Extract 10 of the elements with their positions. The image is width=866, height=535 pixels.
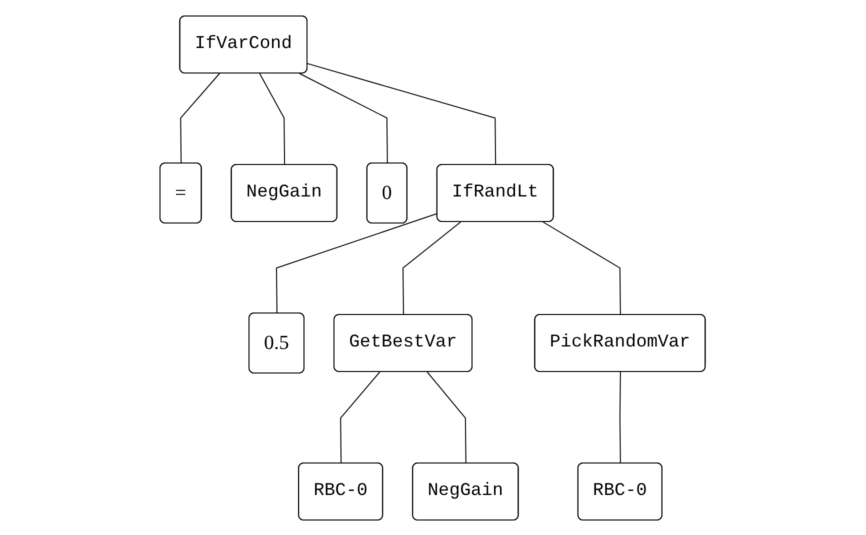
connector <box>542 221 622 315</box>
connector <box>299 72 388 164</box>
connector <box>340 371 381 464</box>
connector <box>402 221 462 315</box>
connector <box>620 371 622 464</box>
connector <box>180 72 220 164</box>
connector <box>307 62 497 165</box>
connector <box>427 371 467 464</box>
connector <box>276 212 438 314</box>
connector <box>260 72 286 165</box>
